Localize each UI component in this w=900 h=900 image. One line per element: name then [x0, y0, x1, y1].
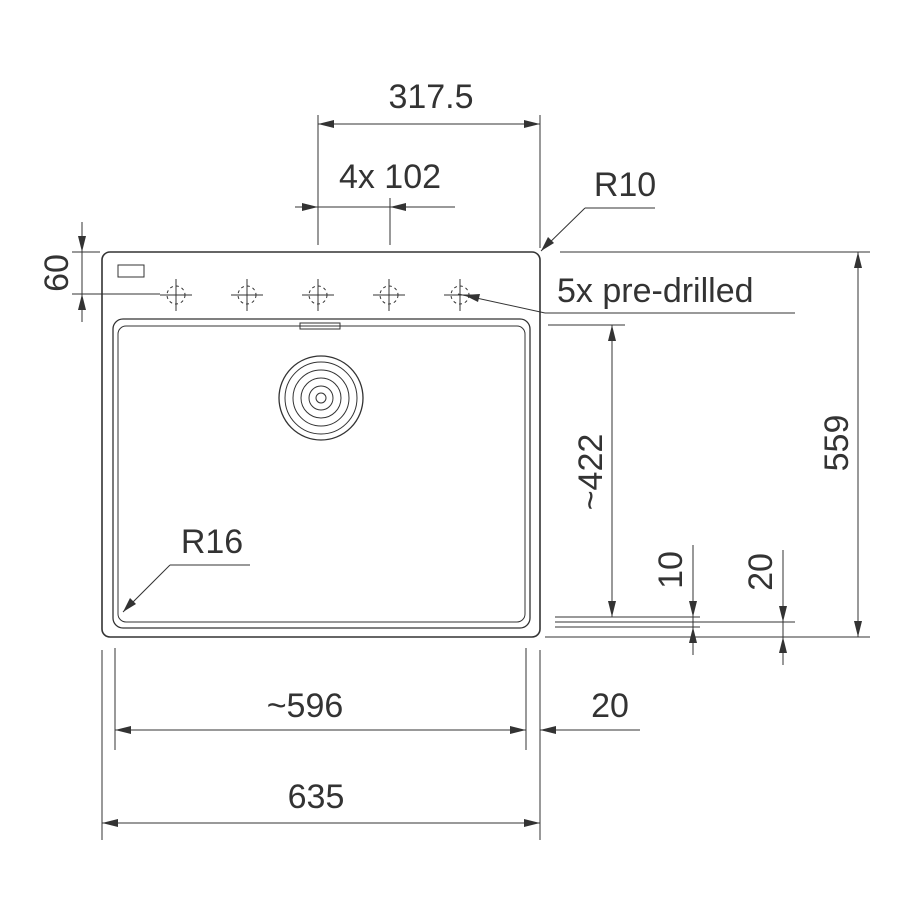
- label-pre-drilled: 5x pre-drilled: [557, 272, 754, 310]
- label-20-side: 20: [591, 687, 629, 725]
- tap-hole-icon: [160, 279, 192, 311]
- overflow-slot: [299, 322, 341, 330]
- sink-outline: [101, 251, 541, 638]
- dim-20-side: [540, 726, 640, 734]
- brand-plate: [117, 264, 145, 278]
- label-559: 559: [818, 415, 856, 472]
- dim-20-front: [779, 550, 787, 665]
- tap-hole-icon: [302, 279, 334, 311]
- tap-hole-icon: [231, 279, 263, 311]
- dim-4x102: [295, 198, 455, 245]
- bowl-outline-inner: [117, 325, 526, 623]
- dim-317-5: [317, 115, 541, 248]
- leader-r10: [540, 207, 655, 252]
- label-422: ~422: [572, 434, 610, 511]
- dim-10: [689, 545, 697, 655]
- bottom-extension-lines: [101, 648, 541, 840]
- dim-422: [548, 324, 795, 628]
- label-635: 635: [288, 778, 345, 816]
- bowl-outline-outer: [112, 318, 531, 629]
- dim-559: [545, 251, 870, 638]
- leader-pre-drilled: [457, 293, 795, 314]
- leader-r16: [122, 564, 250, 613]
- dim-596: [115, 726, 526, 734]
- label-317-5: 317.5: [388, 78, 473, 116]
- label-4x102: 4x 102: [339, 158, 441, 196]
- tap-hole-icon: [373, 279, 405, 311]
- label-r10: R10: [594, 166, 656, 204]
- drain-icon: [278, 355, 364, 441]
- tap-holes-group: [160, 279, 476, 311]
- label-596: ~596: [267, 687, 344, 725]
- label-60: 60: [38, 254, 76, 292]
- label-10: 10: [652, 551, 690, 589]
- label-r16: R16: [181, 523, 243, 561]
- dim-60: [72, 222, 160, 322]
- dim-635: [102, 819, 540, 827]
- label-20-front: 20: [742, 553, 780, 591]
